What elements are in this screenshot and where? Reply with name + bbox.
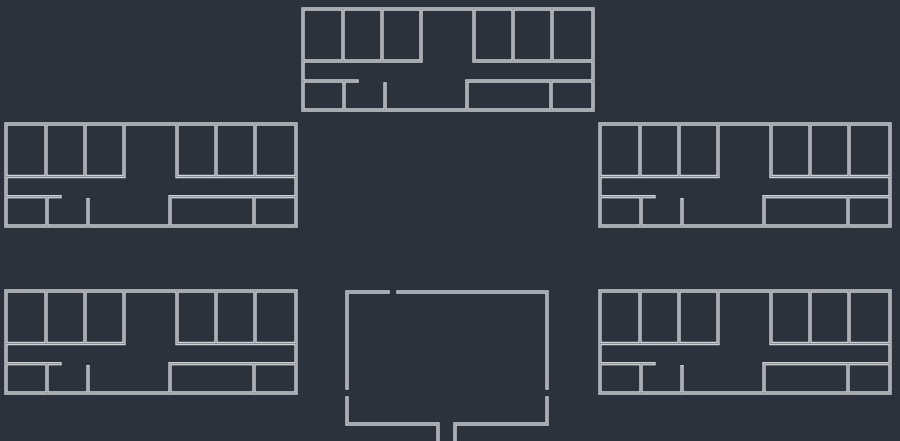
floor-plan-middle-left <box>4 122 298 228</box>
floor-plan-middle-right <box>598 122 892 228</box>
floor-plan-bottom-left <box>4 289 298 395</box>
floor-plan-bottom-right <box>598 289 892 395</box>
floor-plan-top <box>301 7 595 112</box>
building-shell-bottom-center <box>345 290 549 441</box>
